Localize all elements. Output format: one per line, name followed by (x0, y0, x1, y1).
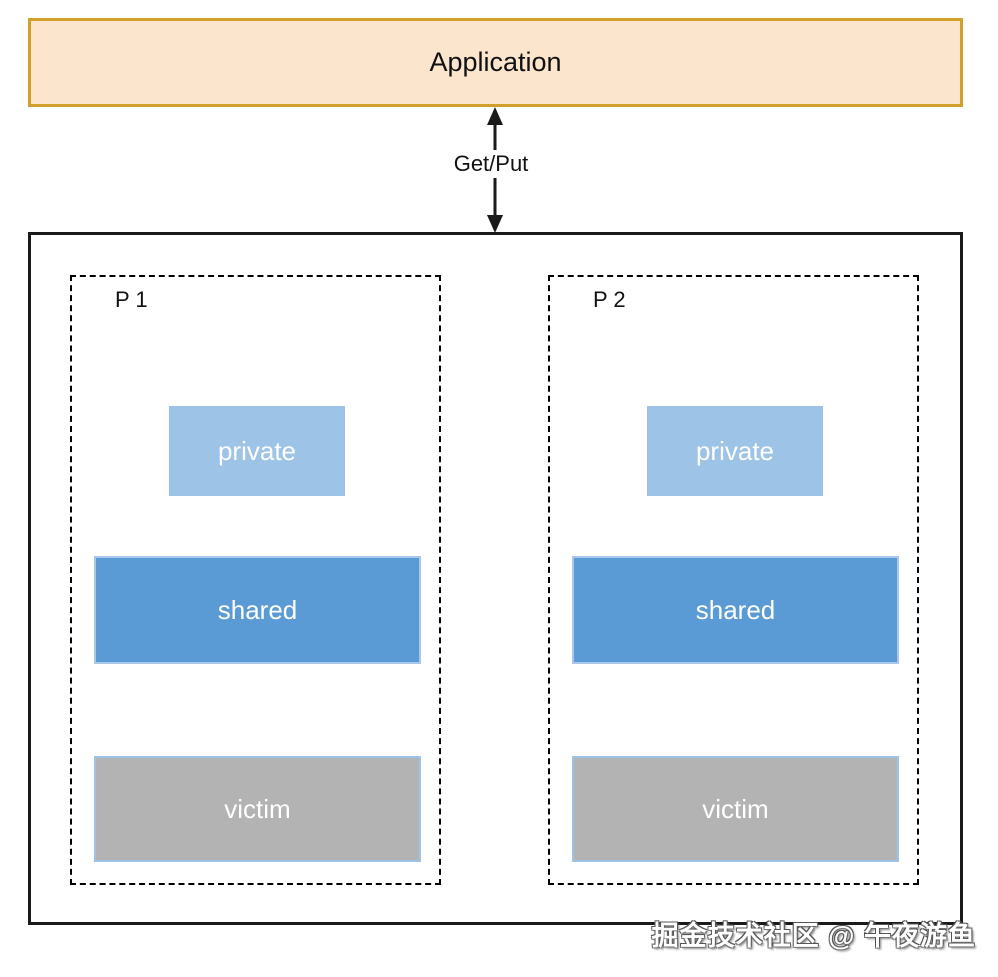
process-box-p1: P 1 private shared victim (70, 275, 441, 885)
application-label: Application (429, 47, 562, 77)
private-block: private (169, 406, 345, 496)
private-block: private (647, 406, 823, 496)
watermark: 掘金技术社区 @ 午夜游鱼 (651, 921, 976, 951)
shared-block-label: shared (217, 594, 298, 625)
process-label-p1: P 1 (115, 287, 148, 312)
shared-block: shared (94, 556, 421, 664)
victim-block: victim (94, 756, 421, 862)
shared-block: shared (572, 556, 899, 664)
get-put-label: Get/Put (448, 150, 534, 178)
victim-block-label: victim (224, 793, 291, 824)
victim-block-label: victim (702, 793, 769, 824)
process-label-p2: P 2 (593, 287, 626, 312)
private-block-label: private (217, 435, 297, 466)
application-box: Application (28, 18, 963, 107)
process-box-p2: P 2 private shared victim (548, 275, 919, 885)
victim-block: victim (572, 756, 899, 862)
private-block-label: private (695, 435, 775, 466)
shared-block-label: shared (695, 594, 776, 625)
